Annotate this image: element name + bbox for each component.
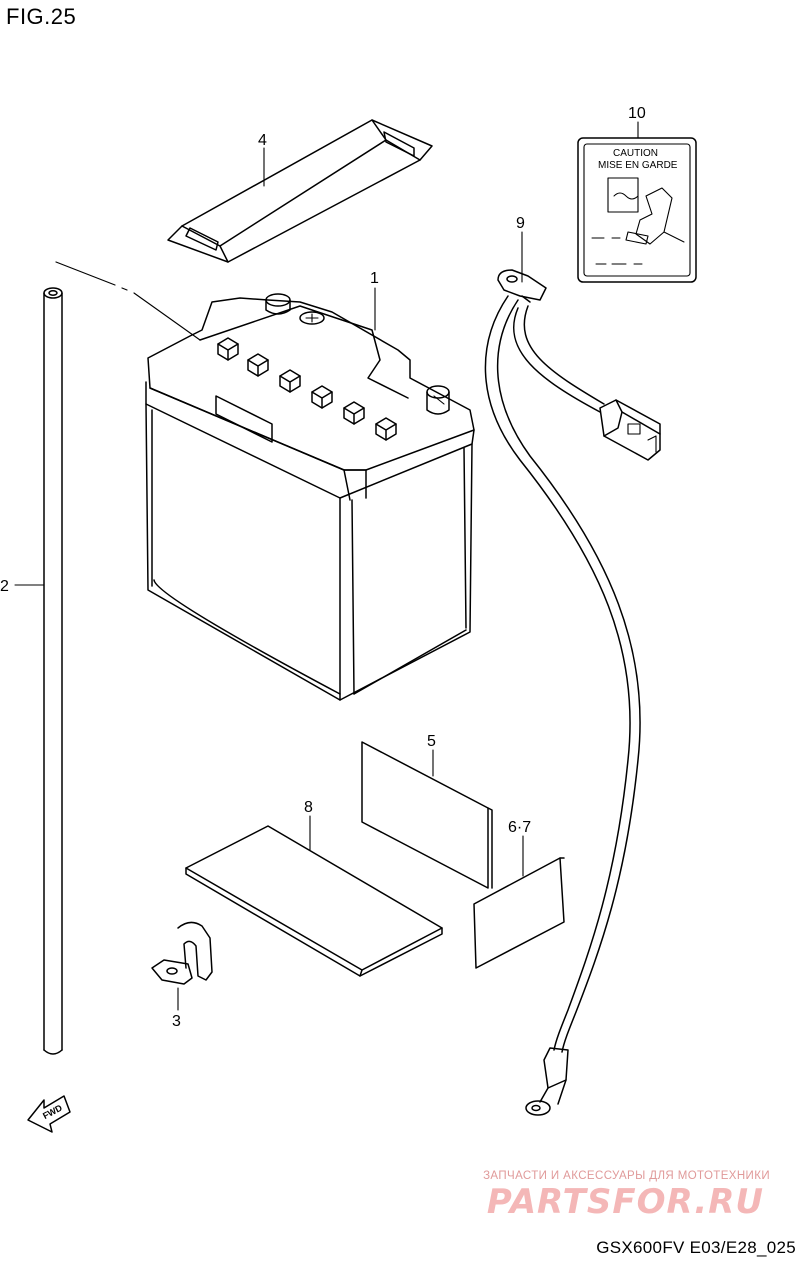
watermark-tagline: ЗАПЧАСТИ И АКСЕССУАРЫ ДЛЯ МОТОТЕХНИКИ <box>483 1170 770 1182</box>
battery-pad-6-7 <box>473 857 565 969</box>
caution-label <box>577 137 697 283</box>
tube-clamp <box>151 921 213 985</box>
callout-5: 5 <box>427 733 436 750</box>
callout-10: 10 <box>628 105 646 122</box>
vent-tube <box>43 287 63 1055</box>
cell-caps <box>217 337 397 441</box>
fwd-arrow <box>27 1095 71 1133</box>
caution-line-2: MISE EN GARDE <box>598 160 678 171</box>
watermark-logo: PARTSFOR.RU <box>486 1182 764 1222</box>
figure-code: GSX600FV E03/E28_025 <box>596 1238 796 1257</box>
callout-9: 9 <box>516 215 525 232</box>
battery-pad-5 <box>361 741 493 889</box>
tube-guide-line <box>55 261 201 341</box>
callout-1: 1 <box>370 270 379 287</box>
battery-strap <box>167 119 433 263</box>
figure-title: FIG.25 <box>6 4 77 29</box>
battery <box>145 293 475 701</box>
callout-6-7: 6·7 <box>508 819 531 836</box>
leader-lines <box>14 121 639 1011</box>
callout-3: 3 <box>172 1013 181 1030</box>
battery-terminals <box>265 293 450 415</box>
caution-line-1: CAUTION <box>613 148 658 159</box>
battery-sheet-8 <box>185 825 443 977</box>
callout-8: 8 <box>304 799 313 816</box>
callout-4: 4 <box>258 132 267 149</box>
wiring-cable <box>484 269 661 1116</box>
callout-2: 2 <box>0 578 9 595</box>
